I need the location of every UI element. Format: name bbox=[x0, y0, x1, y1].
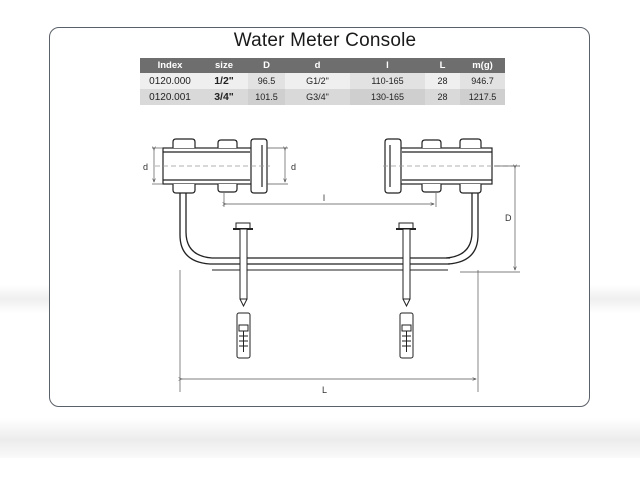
cell-d: G3/4" bbox=[285, 89, 350, 105]
u-bracket bbox=[179, 193, 479, 271]
background-band bbox=[0, 418, 640, 458]
cell-index: 0120.001 bbox=[140, 89, 200, 105]
table-row: 0120.000 1/2" 96.5 G1/2" 110-165 28 946.… bbox=[140, 73, 505, 89]
dimension-label-D: D bbox=[505, 213, 512, 223]
cell-d: G1/2" bbox=[285, 73, 350, 89]
dimension-label-d-inner: d bbox=[291, 162, 296, 172]
cell-L: 28 bbox=[425, 89, 460, 105]
page-title: Water Meter Console bbox=[233, 30, 417, 51]
dimension-label-l: l bbox=[323, 193, 325, 203]
spec-table: Index size D d l L m(g) 0120.000 1/2" 96… bbox=[140, 58, 505, 105]
cell-l: 130-165 bbox=[350, 89, 425, 105]
header-L: L bbox=[425, 58, 460, 73]
cell-mass: 946.7 bbox=[460, 73, 505, 89]
dimension-label-L: L bbox=[322, 385, 327, 395]
header-d: d bbox=[285, 58, 350, 73]
header-size: size bbox=[200, 58, 248, 73]
cell-l: 110-165 bbox=[350, 73, 425, 89]
table-header-row: Index size D d l L m(g) bbox=[140, 58, 505, 73]
left-screw bbox=[233, 222, 253, 359]
cell-size: 3/4" bbox=[200, 89, 248, 105]
cell-index: 0120.000 bbox=[140, 73, 200, 89]
dimension-label-d-left: d bbox=[143, 162, 148, 172]
header-D: D bbox=[248, 58, 285, 73]
header-l: l bbox=[350, 58, 425, 73]
header-mass: m(g) bbox=[460, 58, 505, 73]
cell-D: 96.5 bbox=[248, 73, 285, 89]
cell-size: 1/2" bbox=[200, 73, 248, 89]
cell-D: 101.5 bbox=[248, 89, 285, 105]
right-screw bbox=[396, 222, 416, 359]
header-index: Index bbox=[140, 58, 200, 73]
cell-L: 28 bbox=[425, 73, 460, 89]
dimension-lines bbox=[152, 148, 520, 392]
cell-mass: 1217.5 bbox=[460, 89, 505, 105]
table-row: 0120.001 3/4" 101.5 G3/4" 130-165 28 121… bbox=[140, 89, 505, 105]
